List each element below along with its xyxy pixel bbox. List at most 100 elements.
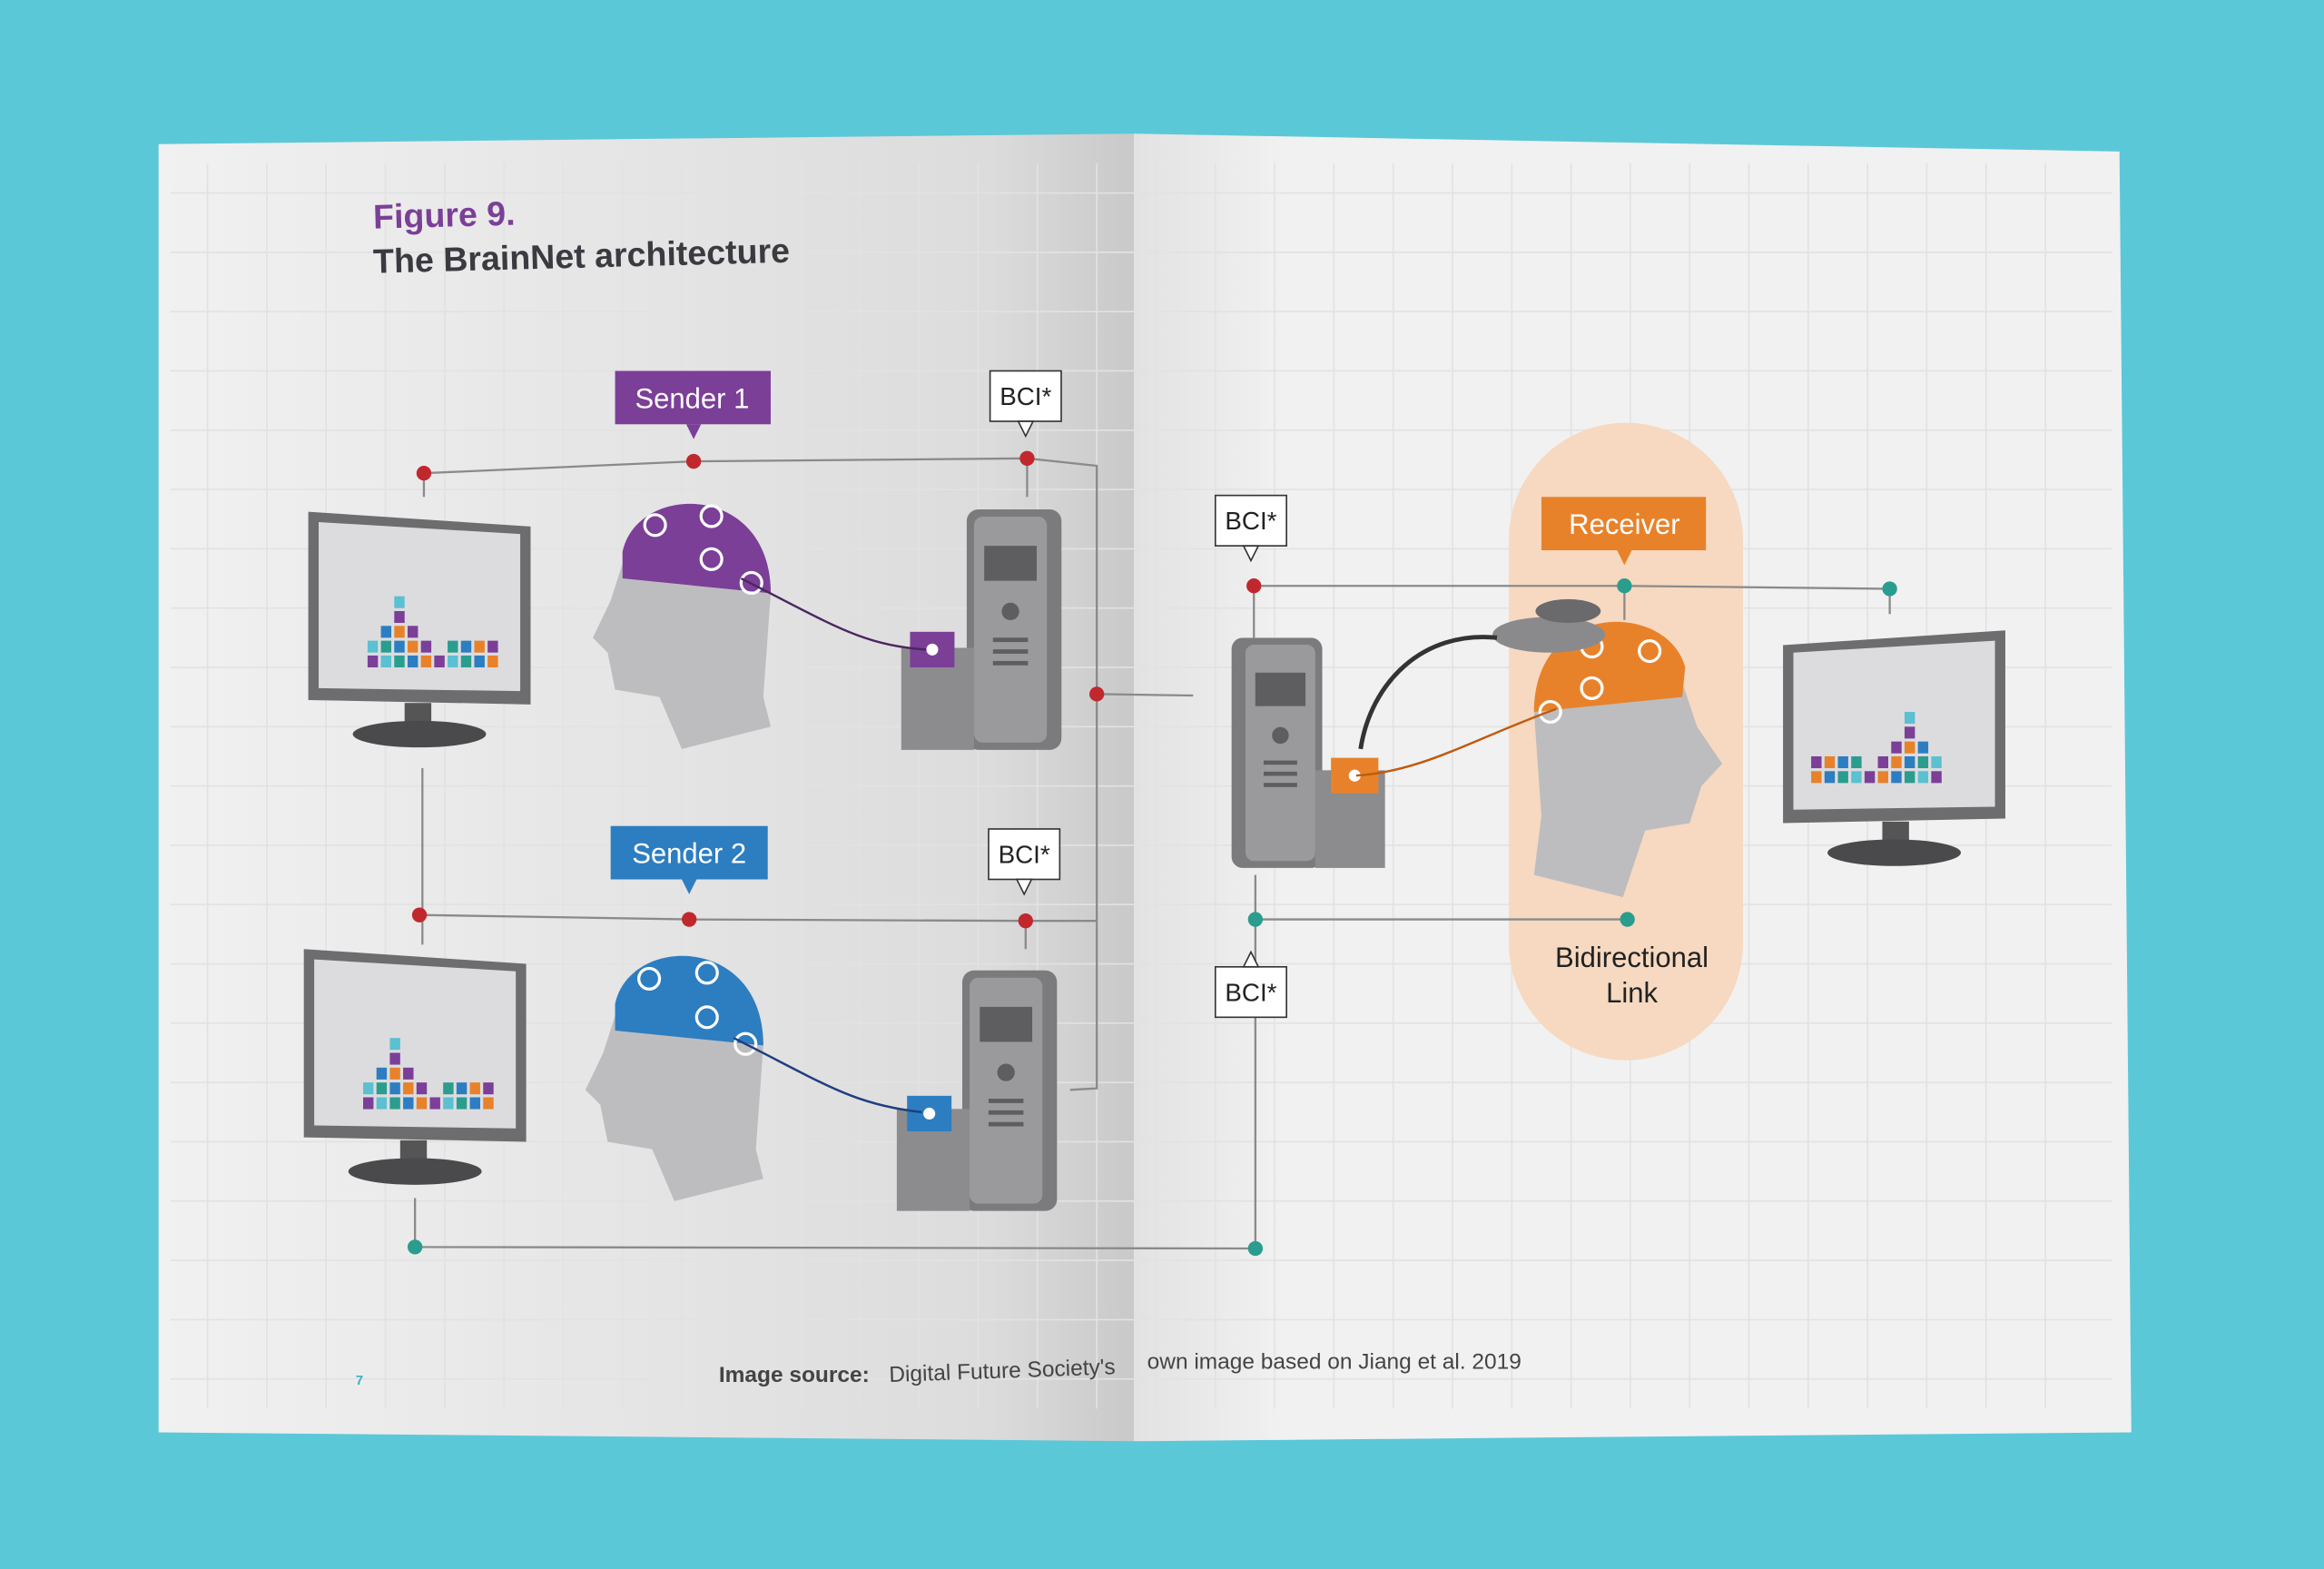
bar-block <box>474 640 485 653</box>
node-red <box>1019 450 1035 466</box>
bar-block <box>1904 712 1915 725</box>
bar-block <box>367 655 379 668</box>
bar-block <box>460 640 472 653</box>
bar-block <box>376 1097 388 1110</box>
bar-block <box>376 1067 388 1080</box>
bar-block <box>469 1082 480 1095</box>
svg-text:Receiver: Receiver <box>1569 508 1679 540</box>
bci-label: BCI* <box>1214 950 1287 1019</box>
bar-block <box>434 655 445 668</box>
bci-text: BCI* <box>1225 507 1276 535</box>
connection-lines <box>414 457 1891 1250</box>
head-sender2 <box>585 955 922 1201</box>
bar-block <box>1811 771 1822 784</box>
source-label: Image source: <box>719 1363 870 1387</box>
node-red <box>416 465 432 481</box>
bar-block <box>380 640 392 653</box>
bar-block <box>1891 741 1902 754</box>
bar-block <box>367 640 379 653</box>
bar-block <box>416 1097 428 1110</box>
bci-text: BCI* <box>999 841 1050 869</box>
page-number: 7 <box>356 1374 363 1388</box>
nodes <box>407 450 1897 1257</box>
bar-block <box>443 1097 454 1110</box>
node-red <box>1246 578 1262 594</box>
label-sender2: Sender 2 <box>610 825 768 894</box>
bci-text: BCI* <box>1000 382 1051 410</box>
svg-text:Sender 2: Sender 2 <box>632 838 746 870</box>
bar-block <box>1851 771 1862 784</box>
bar-block <box>1917 741 1929 754</box>
bar-block <box>460 655 472 668</box>
bidirectional-link-label-2: Link <box>1606 977 1658 1009</box>
monitor-bars <box>363 596 1942 1110</box>
label-receiver: Receiver <box>1541 497 1707 566</box>
bar-block <box>389 1067 400 1080</box>
bar-block <box>407 640 419 653</box>
bar-block <box>407 626 419 638</box>
bar-block <box>1877 755 1888 769</box>
bci-text: BCI* <box>1225 978 1276 1006</box>
bar-block <box>376 1082 388 1095</box>
bar-block <box>389 1097 400 1110</box>
bar-block <box>483 1082 494 1095</box>
tms-coil <box>1492 617 1606 653</box>
bar-block <box>474 655 485 668</box>
bar-block <box>389 1082 400 1095</box>
bar-block <box>420 640 432 653</box>
bar-block <box>1904 741 1915 754</box>
bar-block <box>394 596 405 608</box>
bar-block <box>1904 726 1915 739</box>
bar-block <box>1824 771 1836 784</box>
bar-block <box>487 640 498 653</box>
bar-block <box>1864 771 1876 784</box>
bar-block <box>380 626 392 638</box>
bar-block <box>363 1082 374 1095</box>
node-red <box>685 453 702 469</box>
bar-block <box>416 1082 428 1095</box>
node-teal <box>1620 912 1635 927</box>
bar-block <box>1931 771 1942 784</box>
bar-block <box>420 655 432 668</box>
bar-block <box>1917 755 1929 769</box>
node-red <box>411 907 428 923</box>
node-red <box>682 912 697 927</box>
bar-block <box>448 640 458 653</box>
label-sender1: Sender 1 <box>615 370 771 439</box>
figure-number: Figure 9. <box>373 194 517 236</box>
bar-block <box>1811 755 1822 769</box>
bar-block <box>394 626 405 638</box>
bar-block <box>487 655 498 668</box>
bidirectional-link-label: Bidirectional <box>1555 942 1709 973</box>
head-receiver <box>1355 598 1723 898</box>
bar-block <box>1891 771 1902 784</box>
bar-block <box>394 640 405 653</box>
left-page <box>158 133 1134 1442</box>
bar-block <box>1877 771 1888 784</box>
node-teal <box>1617 578 1632 594</box>
bci-label: BCI* <box>989 370 1062 439</box>
bar-block <box>1851 755 1862 769</box>
bar-block <box>394 610 405 624</box>
bar-block <box>469 1097 480 1110</box>
bar-block <box>1824 755 1836 769</box>
bar-block <box>1904 755 1915 769</box>
bar-block <box>1837 771 1848 784</box>
bar-block <box>403 1097 414 1110</box>
source-text-right: own image based on Jiang et al. 2019 <box>1147 1349 1521 1374</box>
bar-block <box>389 1052 400 1065</box>
node-red <box>1018 913 1033 929</box>
bci-label: BCI* <box>1214 494 1287 563</box>
node-teal <box>1247 912 1264 927</box>
bar-block <box>403 1067 414 1080</box>
bar-block <box>1904 771 1915 784</box>
bar-block <box>456 1097 468 1110</box>
bar-block <box>443 1082 454 1095</box>
node-teal <box>407 1239 423 1255</box>
bar-block <box>1837 755 1848 769</box>
bar-block <box>394 655 405 668</box>
svg-text:Sender 1: Sender 1 <box>635 382 750 414</box>
bci-label: BCI* <box>988 828 1061 896</box>
bar-block <box>380 655 392 668</box>
